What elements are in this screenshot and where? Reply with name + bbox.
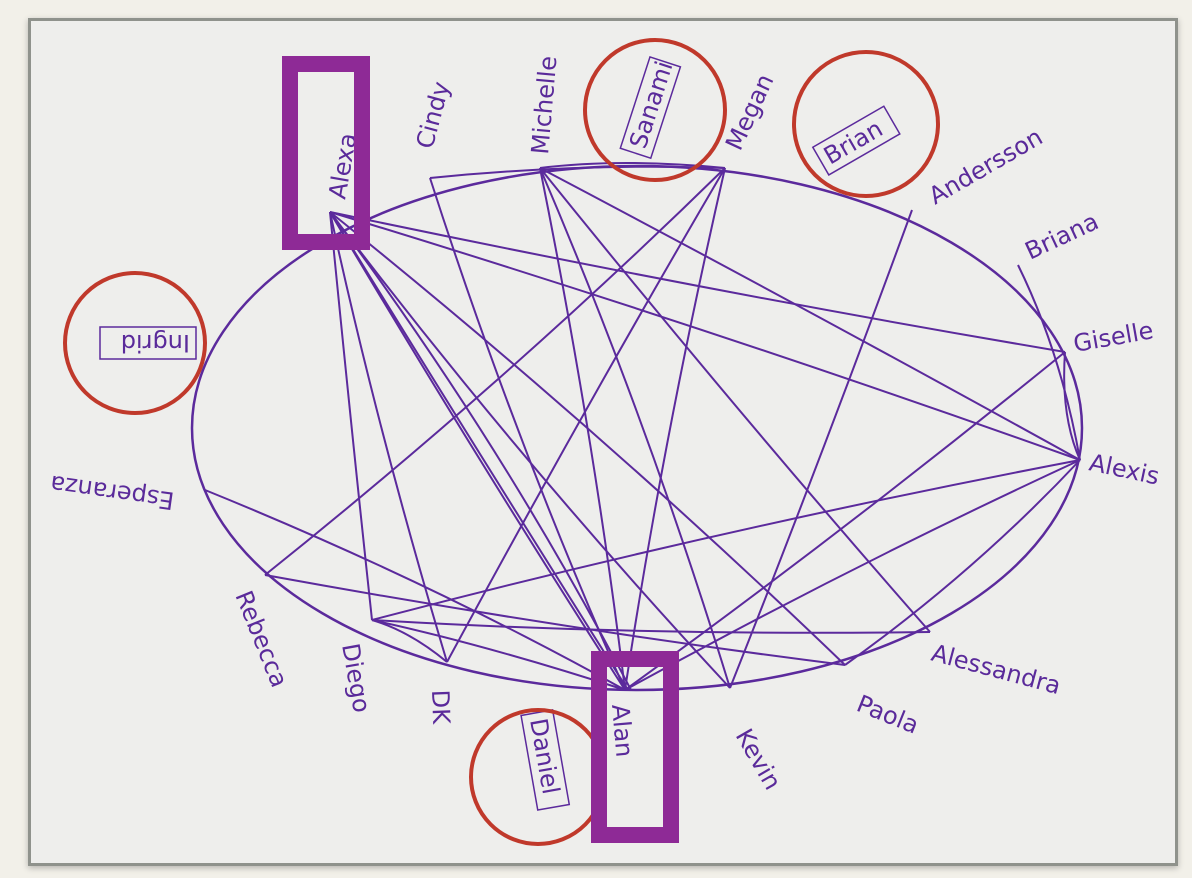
node-dk: DK (426, 689, 455, 725)
edge-michelle-alan (539, 167, 626, 691)
node-daniel: Daniel (520, 709, 571, 811)
node-paola: Paola (853, 690, 923, 740)
edge-giselle-alexis (1063, 351, 1081, 461)
node-label: Briana (1021, 207, 1103, 265)
node-alan: Alan (606, 703, 639, 758)
edge-megan-alan (624, 167, 726, 691)
highlight-circle-ingrid (63, 271, 207, 415)
edge-alexis-alan (624, 459, 1081, 691)
node-alessandra: Alessandra (928, 639, 1063, 700)
node-label: Cindy (411, 79, 456, 152)
node-label: Michelle (526, 55, 562, 156)
node-label: Esperanza (48, 470, 175, 515)
node-label: DK (426, 689, 455, 725)
node-cindy: Cindy (411, 79, 456, 152)
node-esperanza: Esperanza (48, 470, 175, 515)
edge-alexa-alan (329, 211, 626, 691)
node-sanami: Sanami (619, 56, 682, 160)
edge-michelle-alexis (539, 167, 1081, 461)
edge-alexa-alexis (329, 211, 1081, 461)
edge-alexa-paola (329, 211, 846, 666)
highlight-circle-brian (792, 50, 940, 198)
edge-alexa-diego (329, 211, 373, 621)
node-alexis: Alexis (1087, 448, 1162, 490)
node-label: Paola (853, 690, 923, 740)
edge-diego-alessandra (371, 619, 931, 634)
edge-andersson-kevin (729, 209, 913, 689)
name-box (619, 56, 682, 160)
edge-alexa-giselle (329, 211, 1066, 353)
edge-rebecca-paola (264, 574, 846, 666)
edge-alexis-diego (371, 459, 1081, 621)
edge-esperanza-alan (204, 489, 626, 691)
node-label: Sanami (624, 58, 678, 152)
node-briana: Briana (1021, 207, 1103, 265)
highlight-box-alexa (282, 56, 370, 250)
node-label: Alessandra (928, 639, 1063, 700)
node-ingrid: Ingrid (99, 326, 197, 360)
node-michelle: Michelle (526, 55, 562, 156)
node-label: Alan (606, 703, 639, 758)
edge-alexa-dk (329, 211, 448, 663)
node-label: Rebecca (229, 587, 293, 692)
edge-cindy-megan (429, 165, 726, 179)
node-label: Megan (720, 70, 779, 155)
highlight-circle-sanami (583, 38, 727, 182)
node-label: Brian (819, 114, 887, 170)
edge-diego-alan (371, 619, 626, 691)
edge-cindy-alan (429, 177, 626, 691)
edge-megan-rebecca (264, 167, 726, 576)
highlight-box-alan (591, 651, 679, 843)
edge-alexa-alan (329, 211, 629, 691)
edge-megan-michelle (539, 162, 726, 169)
node-kevin: Kevin (730, 724, 787, 795)
node-brian: Brian (811, 105, 901, 176)
edge-alexa-kevin (329, 211, 731, 689)
node-label: Ingrid (121, 329, 190, 357)
node-label: Giselle (1071, 316, 1155, 358)
name-box (520, 709, 571, 811)
node-rebecca: Rebecca (229, 587, 293, 692)
node-label: Andersson (924, 123, 1047, 210)
node-diego: Diego (336, 641, 376, 715)
node-label: Diego (336, 641, 376, 715)
node-label: Alexis (1087, 448, 1162, 490)
node-label: Daniel (524, 716, 565, 796)
edge-giselle-alan (624, 351, 1066, 691)
name-box (811, 105, 901, 176)
edge-briana-alexis (1017, 264, 1081, 461)
edge-michelle-kevin (539, 167, 731, 689)
node-andersson: Andersson (924, 123, 1047, 210)
node-megan: Megan (720, 70, 779, 155)
edge-alexis-paola (844, 459, 1081, 666)
name-box (99, 326, 197, 360)
node-giselle: Giselle (1071, 316, 1155, 358)
node-label: Kevin (730, 724, 787, 795)
edge-michelle-alessandra (539, 167, 931, 633)
